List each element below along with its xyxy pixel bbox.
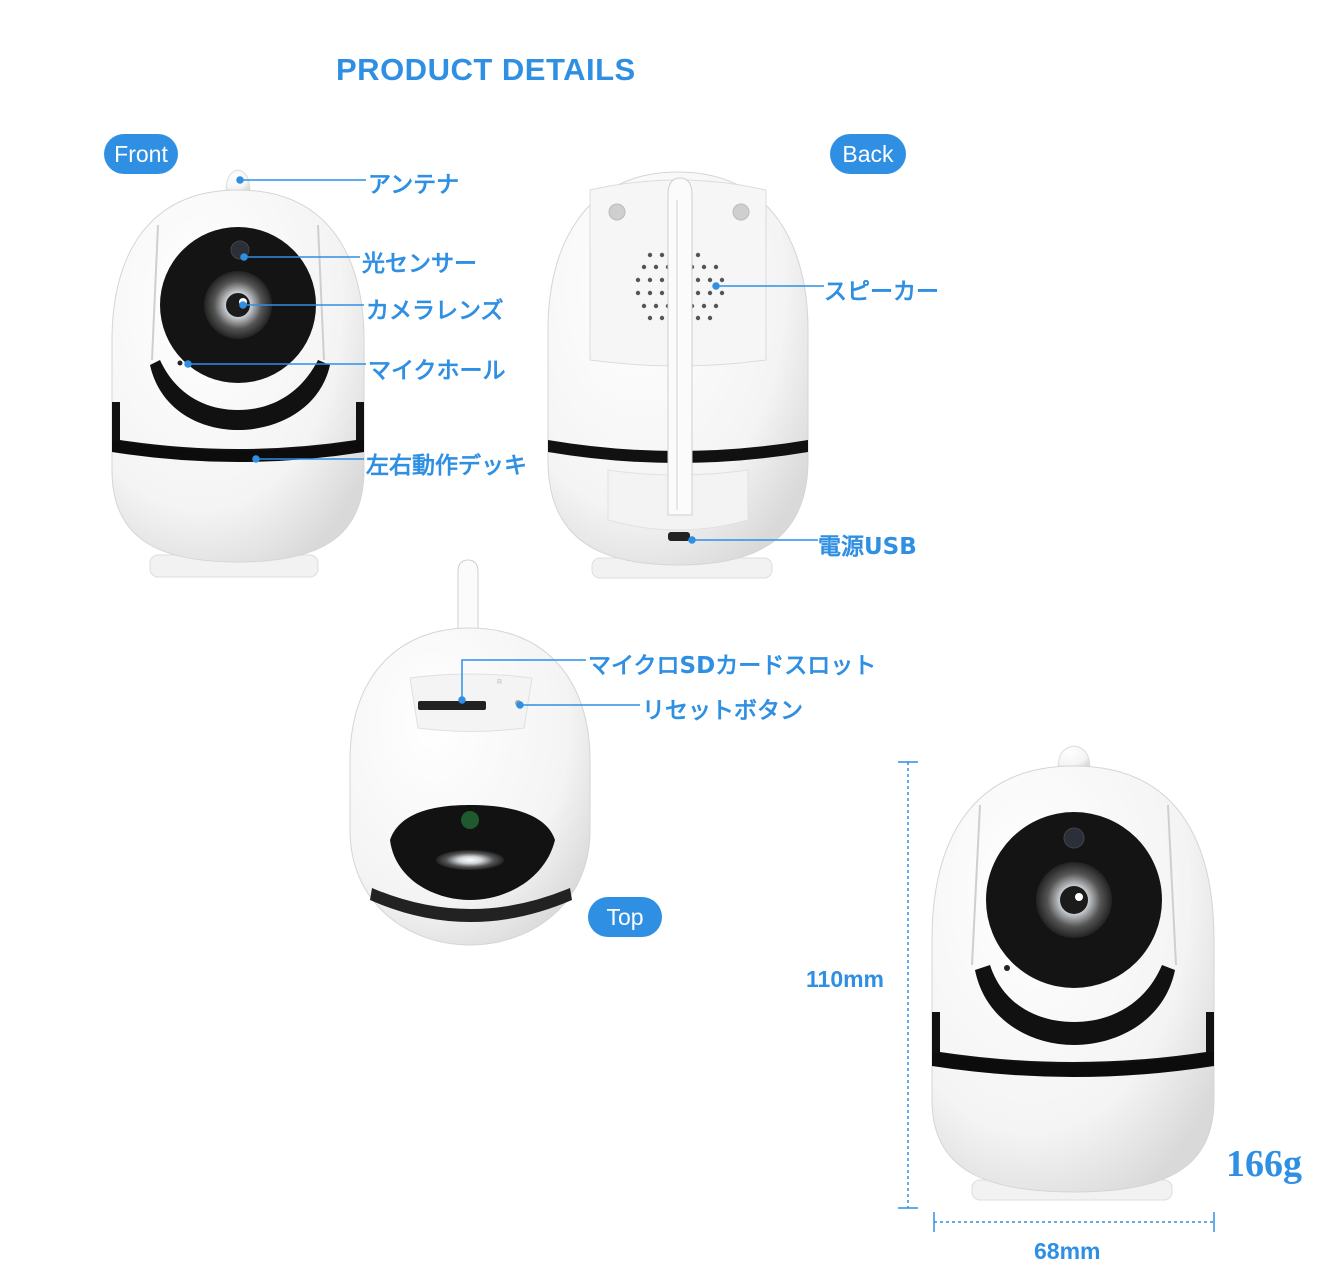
label-light-sensor: 光センサー xyxy=(362,251,477,277)
height-dimension: 110mm xyxy=(806,966,885,992)
dimension-lines xyxy=(898,761,1215,1232)
back-callout-lines xyxy=(688,282,824,544)
front-camera xyxy=(111,169,365,578)
page-title: PRODUCT DETAILS xyxy=(336,52,636,87)
top-callout-lines xyxy=(458,659,640,709)
weight-spec: 166g xyxy=(1226,1143,1302,1185)
label-antenna: アンテナ xyxy=(368,172,460,198)
svg-text:R: R xyxy=(497,679,502,686)
label-reset-button: リセットボタン xyxy=(642,698,803,724)
back-camera xyxy=(547,171,809,579)
label-camera-lens: カメラレンズ xyxy=(366,298,504,324)
width-dimension: 68mm xyxy=(1034,1238,1101,1264)
front-callout-lines xyxy=(184,176,366,463)
label-mic-hole: マイクホール xyxy=(368,358,506,384)
top-view-badge: Top xyxy=(588,897,662,937)
front-view-badge: Front xyxy=(104,134,178,174)
label-speaker: スピーカー xyxy=(824,279,939,305)
label-power-usb: 電源USB xyxy=(818,534,917,560)
label-sd-slot: マイクロSDカードスロット xyxy=(588,653,877,679)
back-view-badge: Back xyxy=(830,134,906,174)
label-pan-deck: 左右動作デッキ xyxy=(366,453,527,479)
top-camera: R xyxy=(349,559,591,946)
dimension-camera xyxy=(931,745,1215,1201)
